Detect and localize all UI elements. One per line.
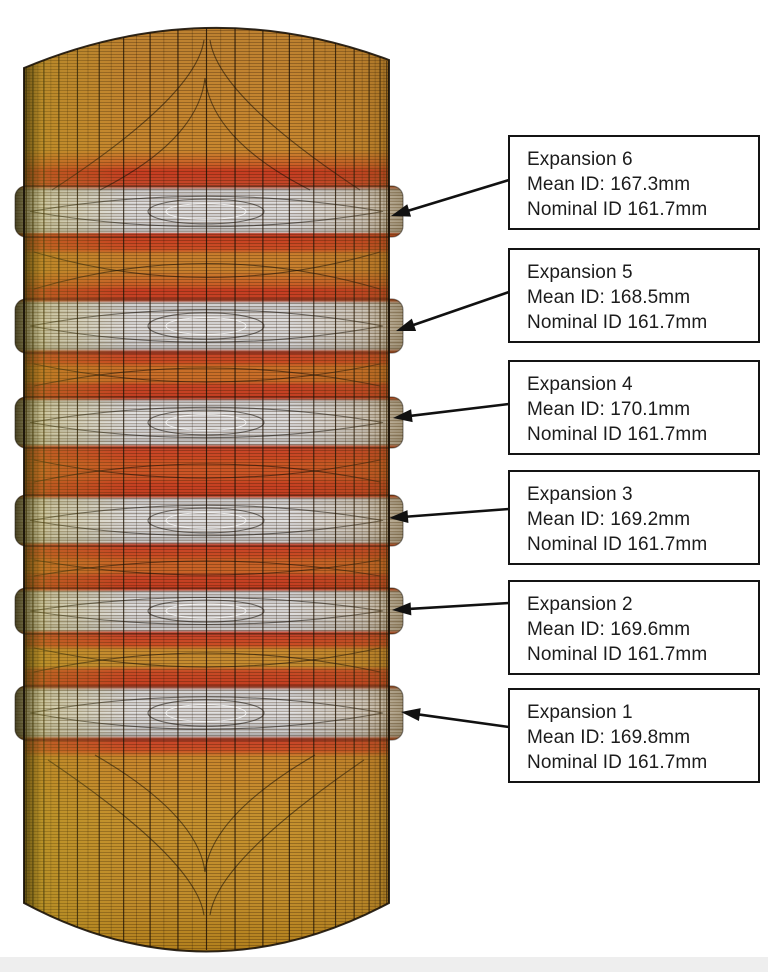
arrow-head <box>396 318 417 331</box>
annotation-nominal-id: Nominal ID 161.7mm <box>527 534 708 555</box>
annotation-title: Expansion 4 <box>527 374 633 395</box>
arrow-head <box>393 409 413 423</box>
annotation-title: Expansion 3 <box>527 484 633 505</box>
expansion-band-outline <box>14 396 404 449</box>
annotation-title: Expansion 6 <box>527 149 633 170</box>
annotation-nominal-id: Nominal ID 161.7mm <box>527 644 708 665</box>
arrow-line <box>406 601 510 611</box>
arrow-line <box>409 290 510 328</box>
annotation-nominal-id: Nominal ID 161.7mm <box>527 752 708 773</box>
annotation-mean-id: Mean ID: 168.5mm <box>527 287 691 308</box>
annotation-box-expansion-3: Expansion 3 Mean ID: 169.2mm Nominal ID … <box>508 470 760 565</box>
arrow-head <box>391 204 412 217</box>
annotation-title: Expansion 2 <box>527 594 633 615</box>
arrow-line <box>415 712 510 729</box>
annotation-box-expansion-2: Expansion 2 Mean ID: 169.6mm Nominal ID … <box>508 580 760 675</box>
annotation-box-expansion-6: Expansion 6 Mean ID: 167.3mm Nominal ID … <box>508 135 760 230</box>
annotation-nominal-id: Nominal ID 161.7mm <box>527 199 708 220</box>
annotation-mean-id: Mean ID: 169.8mm <box>527 727 691 748</box>
annotation-mean-id: Mean ID: 170.1mm <box>527 399 691 420</box>
arrow-line <box>403 507 510 519</box>
annotation-box-expansion-5: Expansion 5 Mean ID: 168.5mm Nominal ID … <box>508 248 760 343</box>
annotation-nominal-id: Nominal ID 161.7mm <box>527 312 708 333</box>
annotation-mean-id: Mean ID: 169.6mm <box>527 619 691 640</box>
annotation-title: Expansion 1 <box>527 702 633 723</box>
annotation-mean-id: Mean ID: 169.2mm <box>527 509 691 530</box>
annotation-box-expansion-1: Expansion 1 Mean ID: 169.8mm Nominal ID … <box>508 688 760 783</box>
bottom-scan-strip <box>0 957 768 972</box>
annotation-arrows <box>389 178 510 729</box>
annotation-title: Expansion 5 <box>527 262 633 283</box>
arrow-line <box>407 402 510 418</box>
arrow-head <box>389 510 409 524</box>
cylinder-body <box>15 27 403 952</box>
annotation-box-expansion-4: Expansion 4 Mean ID: 170.1mm Nominal ID … <box>508 360 760 455</box>
annotation-nominal-id: Nominal ID 161.7mm <box>527 424 708 445</box>
arrow-head <box>401 708 421 722</box>
cylinder-outline <box>23 26 390 953</box>
arrow-line <box>404 178 510 213</box>
arrow-head <box>392 602 412 616</box>
annotation-mean-id: Mean ID: 167.3mm <box>527 174 691 195</box>
